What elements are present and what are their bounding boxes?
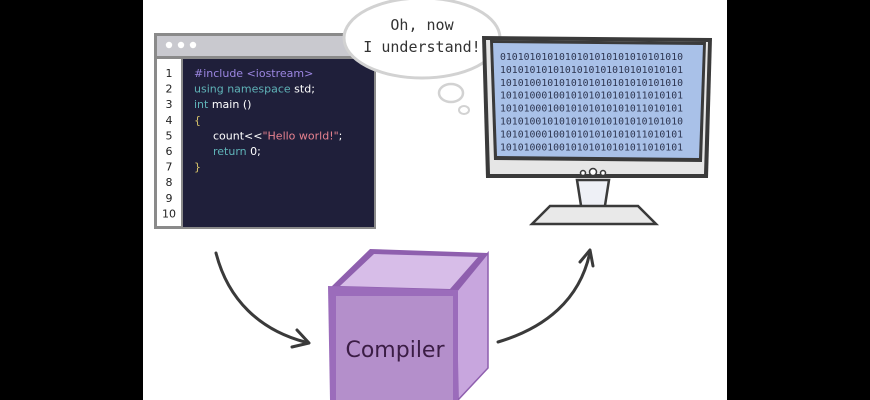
code-line: { — [194, 114, 201, 127]
binary-line: 1010101010101010101010101010101 — [500, 65, 683, 76]
window-dot-icon — [177, 41, 185, 49]
binary-line: 1010100010010101010101011010101 — [500, 142, 683, 153]
code-token-plain: ; — [339, 129, 343, 142]
code-lines: #include <iostream> using namespace std; i… — [194, 67, 342, 174]
code-line: int main () — [194, 98, 251, 111]
code-token-keyword: return — [213, 145, 250, 158]
code-token-plain: 0; — [250, 145, 261, 158]
arrow-head-icon — [290, 328, 311, 349]
binary-output: 0101010101010101010101010101010 101010101… — [500, 52, 683, 153]
binary-line: 1010100010010101010101011010101 — [500, 129, 683, 140]
bubble-text-line1: Oh, now — [390, 16, 454, 34]
line-number: 8 — [166, 176, 173, 189]
code-token-brace: } — [194, 161, 201, 174]
code-line: } — [194, 161, 201, 174]
line-number: 1 — [166, 67, 173, 80]
code-line: return 0; — [213, 145, 261, 158]
monitor-base — [528, 204, 660, 226]
cube-front-face — [336, 296, 453, 400]
code-line: #include <iostream> — [194, 67, 313, 80]
monitor-screen — [493, 43, 703, 158]
compiler-label: Compiler — [345, 338, 445, 363]
binary-line: 0101010101010101010101010101010 — [500, 52, 683, 63]
line-numbers: 1 2 3 4 5 6 7 8 9 10 — [162, 67, 176, 220]
editor-titlebar — [157, 36, 373, 56]
code-token-plain: std; — [294, 83, 315, 96]
line-number: 3 — [166, 98, 173, 111]
code-line: using namespace std; — [194, 83, 315, 96]
binary-line: 1010100101010101010101010101010 — [500, 117, 683, 128]
code-token-keyword: using namespace — [194, 83, 294, 96]
binary-line: 1010100101010101010101010101010 — [500, 78, 683, 89]
line-number: 4 — [166, 114, 173, 127]
arrow-to-monitor — [496, 248, 595, 344]
bubble-dot-small — [458, 105, 470, 115]
line-number: 2 — [166, 83, 173, 96]
binary-line: 1010100010010101010101011010101 — [500, 91, 683, 102]
bubble-text-line2: I understand! — [363, 38, 480, 56]
code-line: count<<"Hello world!"; — [213, 129, 342, 142]
computer-monitor: 0101010101010101010101010101010 101010101… — [482, 36, 712, 226]
line-number: 7 — [166, 161, 173, 174]
monitor-button-icon — [599, 169, 607, 177]
window-dot-icon — [165, 41, 173, 49]
line-number: 9 — [166, 192, 173, 205]
line-number: 10 — [162, 207, 176, 220]
code-area — [183, 59, 374, 227]
binary-line: 1010100010010101010101011010101 — [500, 104, 683, 115]
arrow-curve — [214, 251, 307, 344]
cube-top-face — [340, 254, 478, 289]
arrow-curve — [496, 250, 592, 344]
code-token-plain: count<< — [213, 129, 262, 142]
code-token-keyword: int — [194, 98, 212, 111]
code-token-plain: main () — [212, 98, 252, 111]
line-number: 5 — [166, 129, 173, 142]
line-number-gutter — [157, 59, 181, 226]
monitor-button-icon — [579, 169, 587, 177]
line-number: 6 — [166, 145, 173, 158]
code-editor-window: 1 2 3 4 5 6 7 8 9 10 #include <iostream> using nam… — [154, 33, 376, 229]
code-token-string: "Hello world!" — [262, 129, 338, 142]
code-token-directive: #include <iostream> — [194, 67, 313, 80]
window-dot-icon — [189, 41, 197, 49]
arrow-head-icon — [578, 248, 595, 268]
bubble-dot-large — [437, 82, 465, 104]
arrow-to-compiler — [214, 251, 311, 349]
compiler-cube: Compiler — [328, 249, 489, 400]
monitor-power-icon — [588, 167, 598, 177]
code-token-brace: { — [194, 114, 201, 127]
